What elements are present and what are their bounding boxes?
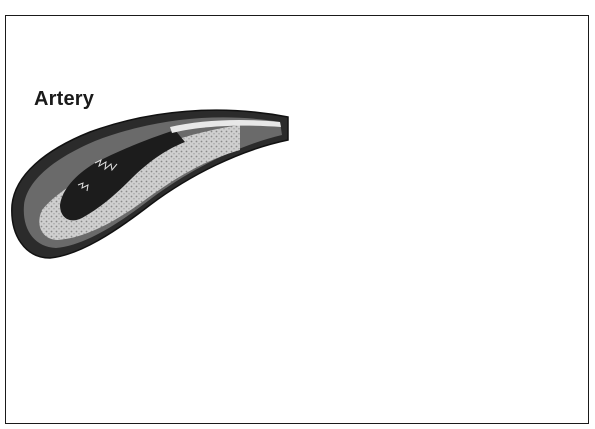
artery-label: Artery [34,88,94,111]
artery-cross-section [12,110,288,258]
